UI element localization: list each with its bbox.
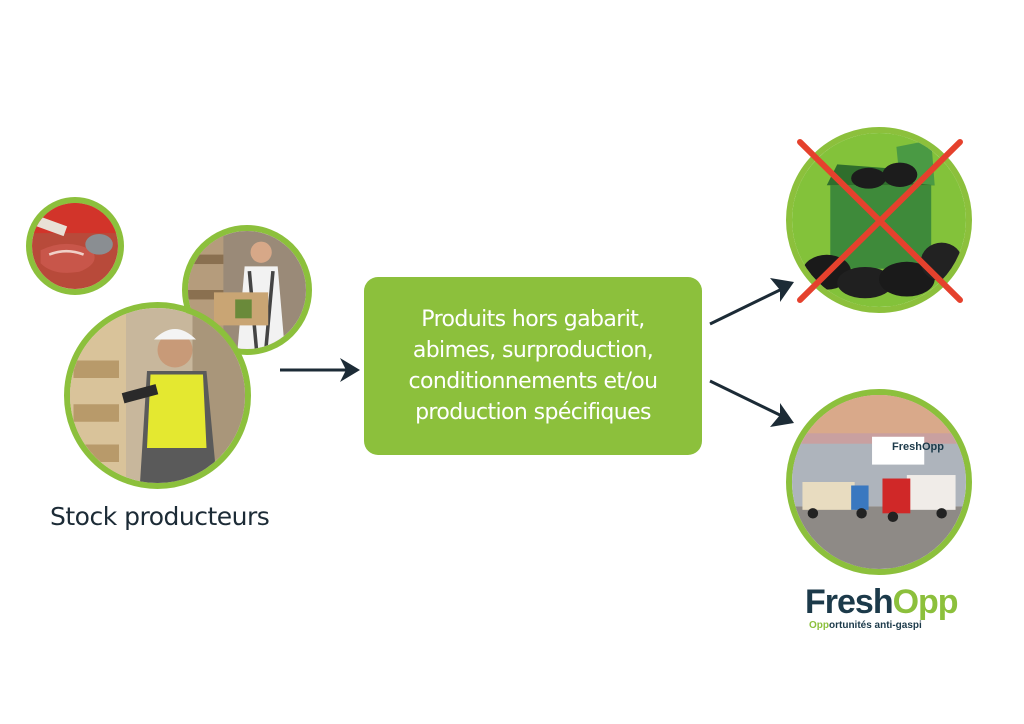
warehouse-worker-photo <box>64 302 251 489</box>
logo-tagline-rest: ortunités anti-gaspi <box>829 620 922 631</box>
arrow-to-freshopp-icon <box>709 379 794 427</box>
worker-with-box-photo <box>182 225 312 355</box>
arrow-to-waste-icon <box>709 278 794 326</box>
logo-fresh-text: Fresh <box>805 583 894 621</box>
stock-producteurs-label: Stock producteurs <box>50 502 270 531</box>
center-line: production spécifiques <box>415 400 651 425</box>
freshopp-logo: FreshOpp Opportunités anti-gaspi <box>805 585 965 631</box>
center-description-text: Produits hors gabarit, abimes, surproduc… <box>408 304 659 428</box>
logo-tagline-opp: Opp <box>809 620 829 631</box>
logo-wordmark: FreshOpp <box>805 585 965 619</box>
logo-opp-text: Opp <box>892 583 959 621</box>
center-description-box: Produits hors gabarit, abimes, surproduc… <box>364 277 702 455</box>
center-line: abimes, surproduction, <box>412 338 654 363</box>
arrow-to-center-icon <box>280 358 360 382</box>
warehouse-trucks-photo: FreshOpp <box>786 389 972 575</box>
logo-tagline: Opportunités anti-gaspi <box>809 620 965 631</box>
center-line: conditionnements et/ou <box>408 369 659 394</box>
center-line: Produits hors gabarit, <box>421 307 645 332</box>
meat-cutting-photo <box>26 197 124 295</box>
cross-icon <box>797 139 963 303</box>
warehouse-sign-text: FreshOpp <box>892 441 944 453</box>
